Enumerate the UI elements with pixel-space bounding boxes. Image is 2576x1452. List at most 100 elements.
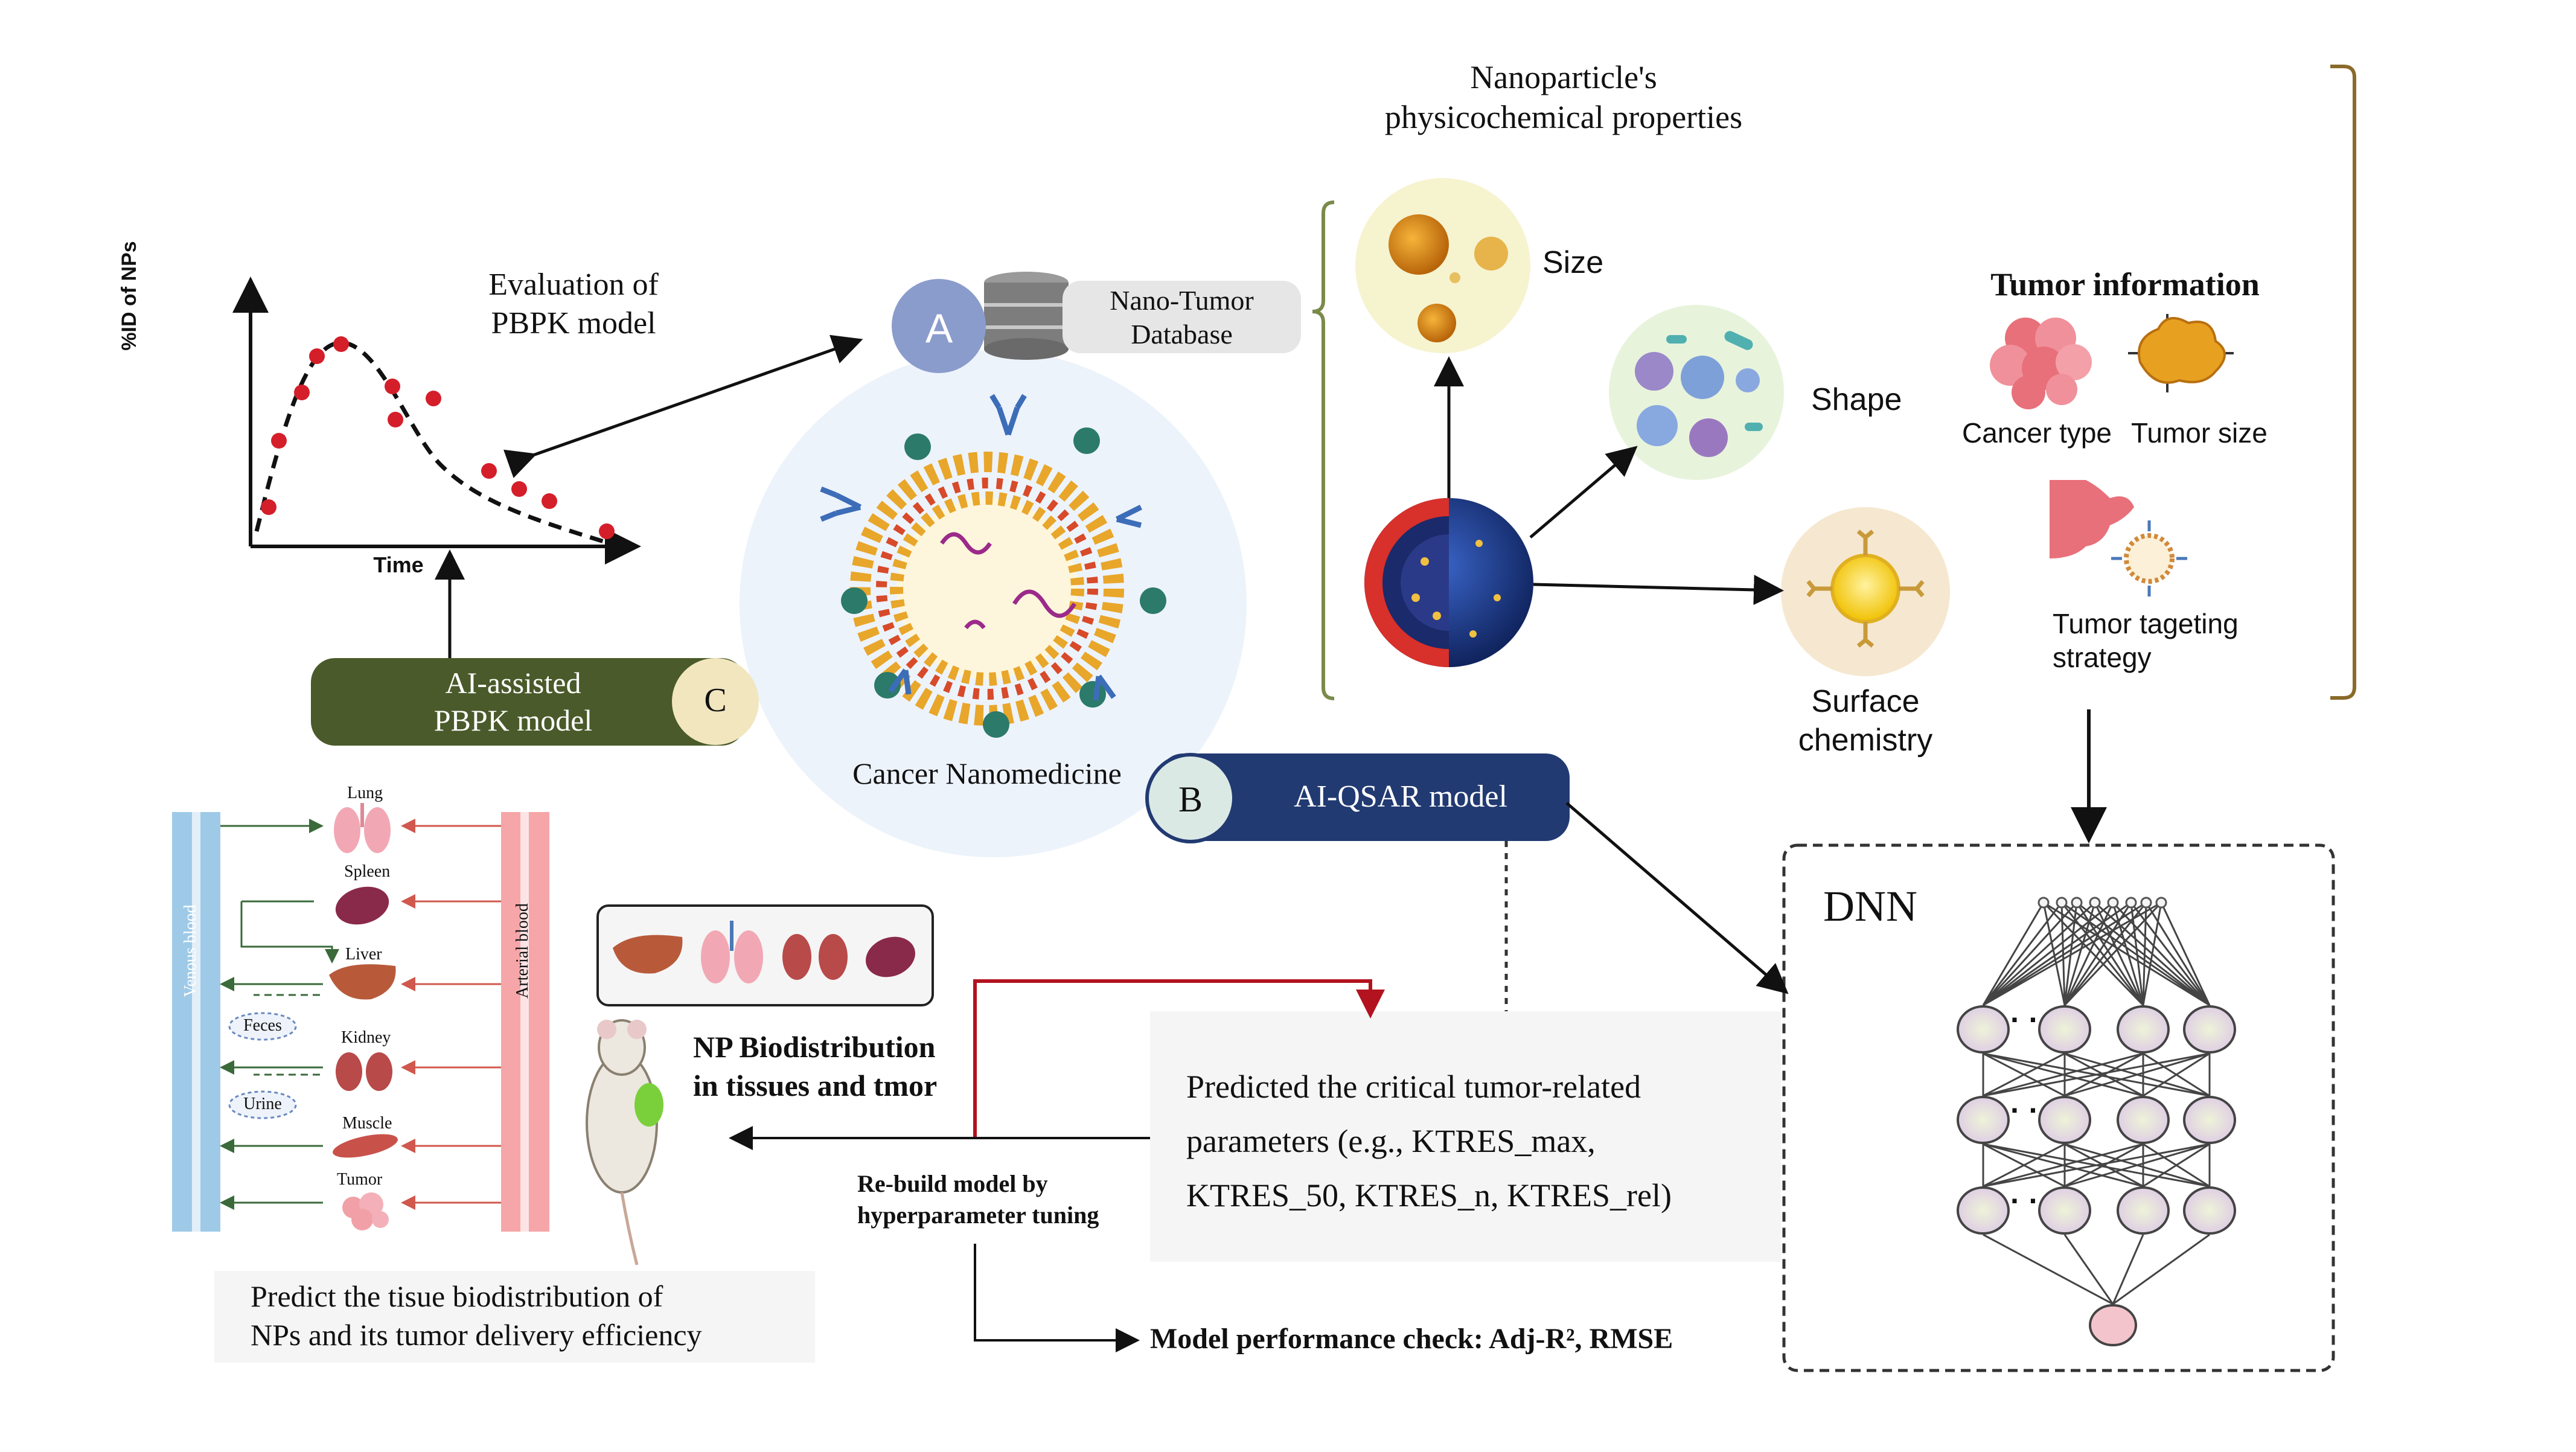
size-particle-tiny bbox=[1449, 272, 1460, 283]
spleen-icon bbox=[335, 886, 389, 925]
tumor-size-label: Tumor size bbox=[2131, 417, 2268, 449]
mouse-icon bbox=[586, 1019, 663, 1265]
predict-box-text: Predict the tisue biodistribution of NPs… bbox=[251, 1277, 812, 1354]
surface-label-line2: chemistry bbox=[1798, 723, 1933, 758]
database-label-line2: Database bbox=[1131, 319, 1233, 350]
dnn-input-node bbox=[2071, 897, 2083, 909]
predict-box bbox=[214, 1271, 815, 1363]
c-circle bbox=[672, 658, 759, 745]
dnn-input-node bbox=[2056, 897, 2068, 909]
dnn-hidden-node bbox=[2117, 1186, 2170, 1235]
dnn-input-node bbox=[2125, 897, 2137, 909]
dnn-dots-3: · · bbox=[2010, 1184, 2039, 1218]
surface-ligands bbox=[1806, 529, 1925, 648]
size-label: Size bbox=[1542, 245, 1604, 280]
spleen-label: Spleen bbox=[344, 862, 391, 881]
param-box-text: Predicted the critical tumor-related par… bbox=[1186, 1060, 1766, 1223]
c-box-line1: AI-assisted bbox=[445, 666, 581, 700]
b-box-label: AI-QSAR model bbox=[1294, 779, 1507, 814]
properties-title-line2: physicochemical properties bbox=[1384, 99, 1743, 135]
param-box-line3: KTRES_50, KTRES_n, KTRES_rel) bbox=[1186, 1177, 1672, 1214]
predict-box-line1: Predict the tisue biodistribution of bbox=[251, 1279, 663, 1313]
param-box-line1: Predicted the critical tumor-related bbox=[1186, 1069, 1641, 1105]
pbpk-schematic bbox=[172, 803, 549, 1232]
b-letter: B bbox=[1178, 779, 1203, 819]
tumor-info-title: Tumor information bbox=[1990, 266, 2260, 302]
urine-label: Urine bbox=[243, 1095, 282, 1113]
cancer-type-icon bbox=[1990, 318, 2092, 409]
feces-badge bbox=[228, 1012, 297, 1041]
rebuild-line1: Re-build model by bbox=[857, 1170, 1048, 1197]
c-box bbox=[311, 658, 746, 746]
surface-label-line1: Surface bbox=[1811, 684, 1920, 719]
feces-label: Feces bbox=[243, 1016, 282, 1035]
surface-particle bbox=[1830, 554, 1900, 624]
shape-particles bbox=[1635, 331, 1763, 457]
urine-badge bbox=[228, 1090, 297, 1119]
dnn-hidden-node bbox=[2183, 1096, 2236, 1144]
tumor-label: Tumor bbox=[337, 1170, 383, 1189]
dnn-input-node bbox=[2107, 897, 2119, 909]
biodist-line1: NP Biodistribution bbox=[693, 1030, 936, 1064]
kidney-label: Kidney bbox=[341, 1028, 391, 1047]
liposome-icon bbox=[820, 394, 1166, 738]
dnn-output-node bbox=[2089, 1304, 2137, 1346]
properties-title: Nanoparticle's physicochemical propertie… bbox=[1298, 57, 1829, 137]
dnn-input-node bbox=[2155, 897, 2167, 909]
organ-strip bbox=[596, 904, 934, 1006]
a-circle bbox=[892, 279, 986, 373]
database-label: Nano-Tumor Database bbox=[1069, 284, 1295, 351]
database-label-line1: Nano-Tumor bbox=[1110, 285, 1254, 316]
dnn-hidden-node bbox=[1957, 1005, 2010, 1054]
c-box-line2: PBPK model bbox=[433, 703, 593, 737]
dnn-hidden-node bbox=[2183, 1186, 2236, 1235]
plot-ylabel: %ID of NPs bbox=[118, 241, 141, 351]
dnn-hidden-node bbox=[1957, 1186, 2010, 1235]
liver-label: Liver bbox=[345, 945, 382, 964]
plot-data-points bbox=[261, 336, 615, 539]
lung-icon bbox=[334, 803, 391, 853]
dnn-hidden-node bbox=[2038, 1186, 2091, 1235]
nanomedicine-caption: Cancer Nanomedicine bbox=[852, 756, 1122, 790]
nanoparticle-icon bbox=[1364, 498, 1533, 667]
param-box bbox=[1150, 1011, 1781, 1262]
dnn-title: DNN bbox=[1823, 882, 1917, 930]
eval-title-line1: Evaluation of bbox=[488, 267, 659, 302]
eval-title-line2: PBPK model bbox=[491, 306, 656, 341]
database-label-bg bbox=[1063, 281, 1301, 353]
tumor-strategy-line1: Tumor tageting bbox=[2053, 608, 2239, 639]
muscle-label: Muscle bbox=[342, 1114, 392, 1133]
dnn-hidden-node bbox=[2117, 1096, 2170, 1144]
tumor-strategy-label: Tumor tageting strategy bbox=[2053, 607, 2264, 674]
size-particle-medium bbox=[1474, 237, 1508, 270]
venous-label: Venous blood bbox=[181, 904, 200, 997]
dnn-input-node bbox=[2089, 897, 2101, 909]
kidney-icon bbox=[336, 1052, 392, 1091]
dnn-network bbox=[1957, 897, 2236, 1346]
param-box-line2: parameters (e.g., KTRES_max, bbox=[1186, 1123, 1596, 1159]
properties-bracket bbox=[1312, 200, 1335, 700]
dnn-hidden-node bbox=[2183, 1005, 2236, 1054]
tumor-size-icon bbox=[2128, 314, 2234, 392]
dnn-box bbox=[1782, 843, 2335, 1372]
biodist-line2: in tissues and tmor bbox=[693, 1069, 938, 1102]
arrow-b-to-dnn bbox=[1565, 802, 1789, 994]
size-particle-small bbox=[1417, 304, 1456, 342]
dnn-hidden-node bbox=[2038, 1005, 2091, 1054]
tumor-bracket bbox=[2330, 65, 2356, 700]
dnn-input-node bbox=[2037, 897, 2050, 909]
properties-title-line1: Nanoparticle's bbox=[1470, 59, 1657, 95]
predict-box-line2: NPs and its tumor delivery efficiency bbox=[251, 1318, 702, 1352]
organ-strip-icons bbox=[613, 921, 915, 983]
cancer-type-label: Cancer type bbox=[1962, 417, 2112, 449]
dnn-dots-2: · · bbox=[2010, 1093, 2039, 1127]
muscle-icon bbox=[333, 1134, 398, 1158]
arrow-plot-database bbox=[503, 334, 863, 478]
performance-label: Model performance check: Adj-R², RMSE bbox=[1150, 1323, 1673, 1355]
arrow-np-shape bbox=[1529, 446, 1638, 539]
plot-fit-curve bbox=[254, 341, 611, 546]
dnn-hidden-node bbox=[1957, 1096, 2010, 1144]
size-particle-large bbox=[1389, 214, 1449, 275]
plot-xlabel: Time bbox=[373, 552, 424, 577]
